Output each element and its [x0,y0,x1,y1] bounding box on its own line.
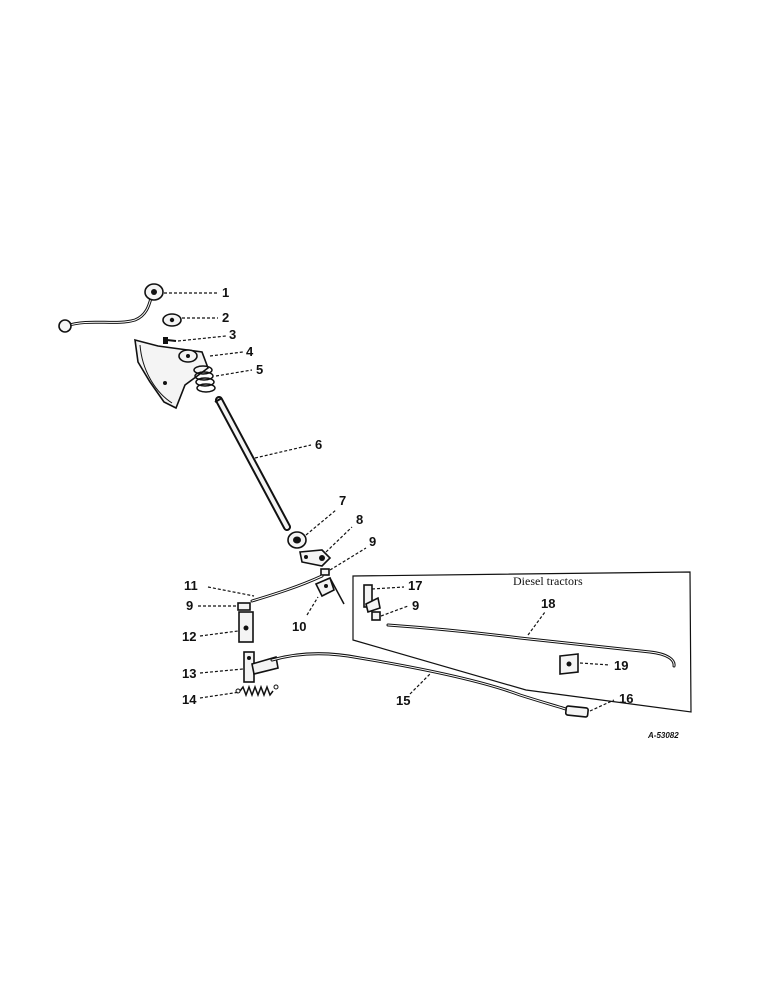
part-9-pin-left [237,602,251,611]
figure-reference: A-53082 [647,731,679,740]
callout-5: 5 [256,362,263,377]
callout-7: 7 [339,493,346,508]
leader-lines [164,292,615,712]
inset-border [352,571,692,713]
callout-14: 14 [182,692,197,707]
part-17-pivot [363,584,381,614]
callout-17: 17 [408,578,422,593]
part-11-rod [250,574,324,603]
part-18-rod [386,623,676,668]
callout-18: 18 [541,596,555,611]
part-14-spring [235,684,279,698]
inset-title: Diesel tractors [513,574,583,588]
callout-9-inset: 9 [412,598,419,613]
part-5-spring [193,365,216,393]
callout-10: 10 [292,619,306,634]
part-6-shaft [214,396,291,531]
callout-13: 13 [182,666,196,681]
callout-2: 2 [222,310,229,325]
part-19-bracket [559,653,579,675]
part-16-yoke [564,705,589,718]
part-1-throttle-lever [58,283,164,333]
callout-4: 4 [246,344,254,359]
callout-12: 12 [182,629,196,644]
part-2-washer [162,313,182,327]
part-4-quadrant [134,338,209,410]
callout-16: 16 [619,691,633,706]
callout-9-left: 9 [186,598,193,613]
part-3-screw [163,337,177,344]
part-13-bellcrank [243,651,279,683]
part-7-collar [287,531,307,549]
part-12-link [238,611,254,643]
callout-8: 8 [356,512,363,527]
callout-1: 1 [222,285,229,300]
inset-diesel-tractors: Diesel tractors [352,571,692,713]
part-10-bracket [314,576,345,605]
callouts: 1 2 3 4 5 6 7 8 9 9 9 10 11 12 13 14 15 … [182,285,633,708]
callout-9-upper: 9 [369,534,376,549]
callout-11: 11 [184,578,198,593]
part-9-pin-inset [371,611,381,621]
callout-19: 19 [614,658,628,673]
part-15-rod [270,652,574,713]
part-9-pin-upper [320,568,330,576]
callout-15: 15 [396,693,410,708]
part-8-lever [299,549,332,567]
callout-6: 6 [315,437,322,452]
callout-3: 3 [229,327,236,342]
